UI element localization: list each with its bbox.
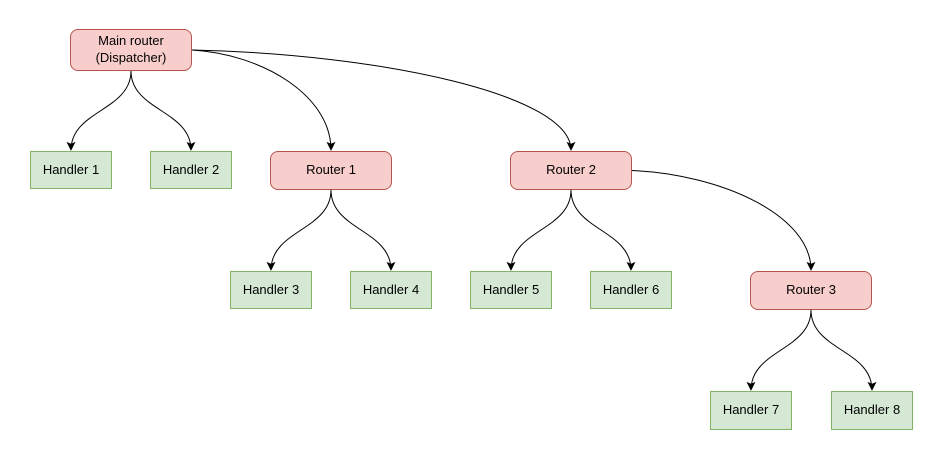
edge-router-1-to-handler-3: [266, 189, 332, 271]
node-handler-1: Handler 1: [30, 151, 112, 189]
edge-main-router-to-handler-1: [66, 70, 132, 151]
edge-router-3-to-handler-7: [746, 309, 812, 391]
edge-router-3-to-handler-8: [810, 309, 877, 391]
edge-router-2-to-handler-5: [506, 189, 572, 271]
node-handler-5: Handler 5: [470, 271, 552, 309]
node-handler-4: Handler 4: [350, 271, 432, 309]
node-handler-7: Handler 7: [710, 391, 792, 430]
node-router-3: Router 3: [750, 271, 872, 310]
edge-router-1-to-handler-4: [330, 189, 396, 271]
node-handler-8: Handler 8: [831, 391, 913, 430]
node-handler-6: Handler 6: [590, 271, 672, 309]
node-handler-2: Handler 2: [150, 151, 232, 189]
edge-router-2-to-handler-6: [570, 189, 636, 271]
edge-main-router-to-router-2: [191, 49, 576, 151]
node-router-1: Router 1: [270, 151, 392, 190]
edge-main-router-to-handler-2: [130, 70, 196, 151]
edge-router-2-to-router-3: [631, 170, 816, 271]
node-main-router: Main router (Dispatcher): [70, 29, 192, 71]
edge-main-router-to-router-1: [191, 49, 336, 151]
node-handler-3: Handler 3: [230, 271, 312, 309]
node-router-2: Router 2: [510, 151, 632, 190]
